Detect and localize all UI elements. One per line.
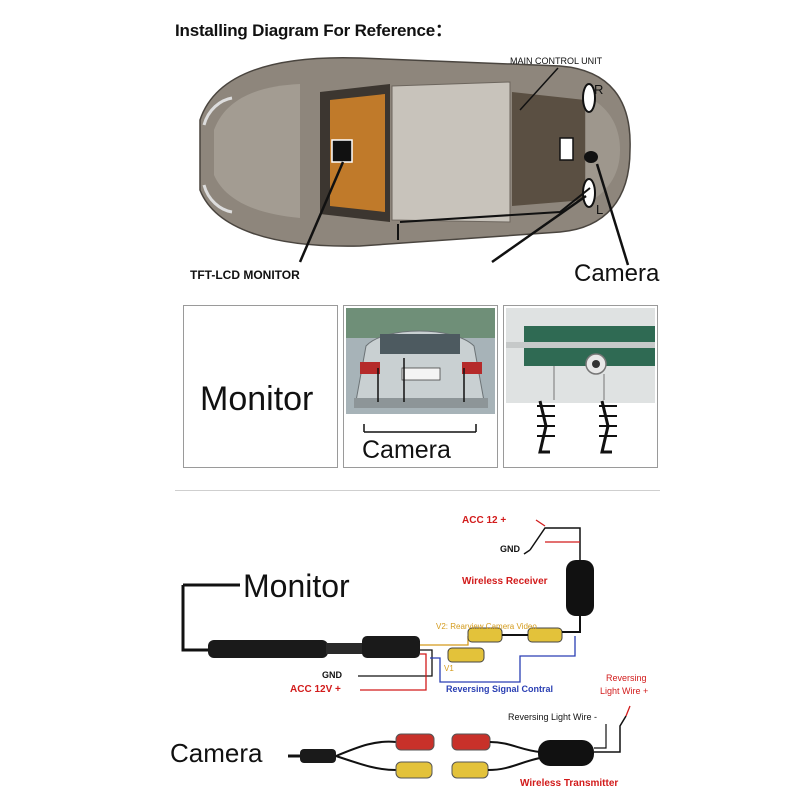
rear-car-camera-label: Camera [362, 436, 451, 464]
monitor-panel-label: Monitor [200, 380, 314, 418]
main-control-unit-label: MAIN CONTROL UNIT [510, 56, 603, 66]
rca-red-transmitter [451, 733, 491, 751]
tft-monitor-label: TFT-LCD MONITOR [190, 268, 300, 282]
reversing-signal-label: Reversing Signal Contral [446, 684, 554, 694]
wireless-receiver-label: Wireless Receiver [462, 576, 548, 587]
car-illustration [199, 56, 631, 247]
gnd-receiver-label: GND [500, 544, 520, 554]
rear-car-panel: Camera [343, 305, 498, 468]
camera-mount-panel [503, 305, 658, 468]
reversing-light-plus-label-2: Light Wire + [600, 686, 649, 696]
left-marker-label: L [596, 202, 604, 217]
section-divider [175, 490, 660, 491]
main-control-unit-marker [559, 137, 574, 161]
camera-marker [584, 151, 598, 163]
acc-12-label: ACC 12 + [462, 515, 507, 526]
rear-car-photo [346, 308, 495, 433]
monitor-connector [208, 640, 328, 658]
rca-yellow-camera [395, 761, 433, 779]
camera-label-top: Camera [574, 260, 660, 287]
acc-12v-label: ACC 12V + [290, 684, 341, 695]
wireless-receiver-box [566, 560, 594, 616]
v2-video-label: V2: Rearview Camera Video [436, 622, 537, 631]
reversing-light-minus-label: Reversing Light Wire - [508, 712, 598, 722]
diagram-title: Installing Diagram For Reference： [175, 21, 452, 40]
rca-red-camera [395, 733, 435, 751]
reversing-light-plus-label-1: Reversing [606, 673, 647, 683]
monitor-power-plug [362, 636, 420, 658]
right-marker-label: R [594, 82, 604, 97]
gnd-left-label: GND [322, 670, 342, 680]
rca-yellow-transmitter [451, 761, 489, 779]
wireless-transmitter-box [538, 740, 594, 766]
monitor-panel: Monitor [183, 305, 338, 468]
rca-yellow-2 [447, 647, 485, 663]
camera-mount-photo [506, 308, 655, 454]
wiring-camera-label: Camera [170, 738, 263, 768]
wireless-transmitter-label: Wireless Transmitter [520, 778, 619, 789]
right-marker [582, 83, 596, 113]
wiring-monitor-label: Monitor [243, 568, 350, 604]
camera-connector [300, 749, 336, 763]
v1-label: V1 [444, 664, 454, 673]
